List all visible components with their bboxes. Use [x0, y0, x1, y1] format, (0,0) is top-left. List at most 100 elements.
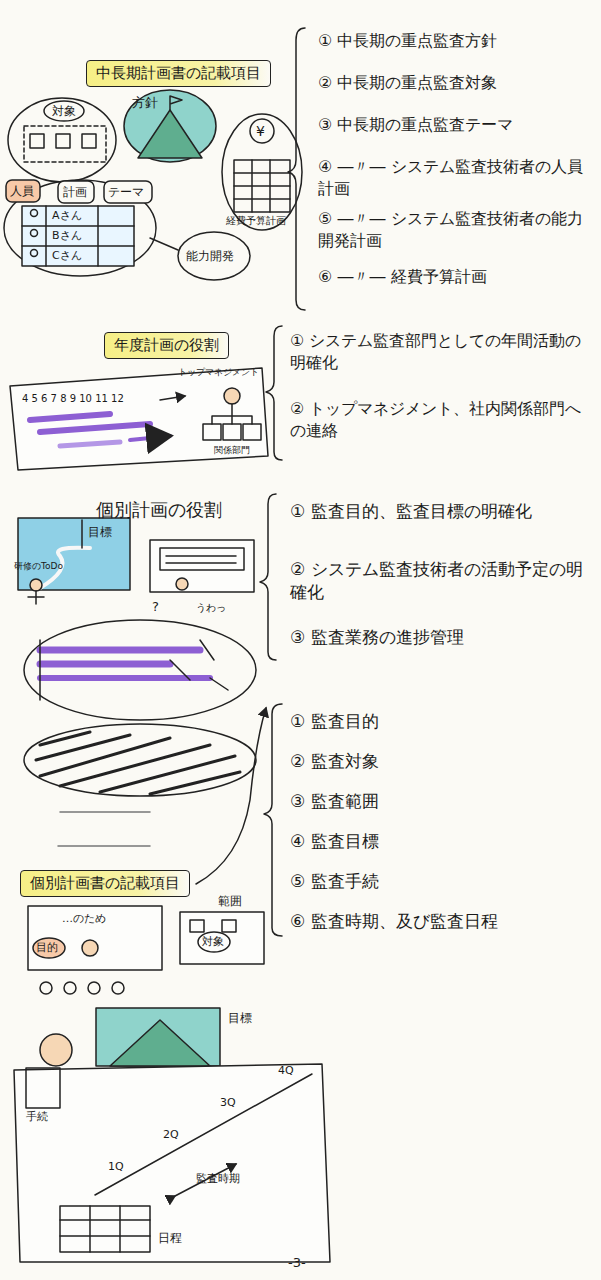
month-scale: 4 5 6 7 8 9 10 11 12 — [22, 392, 124, 406]
list-item: ③ 監査範囲 — [290, 790, 590, 813]
sketch-stroke — [82, 940, 98, 956]
sketch-stroke — [26, 1068, 60, 1108]
sketch-stroke — [56, 134, 70, 148]
sketch-stroke — [60, 1206, 150, 1252]
sketch-stroke — [60, 442, 120, 446]
quarter-label: 3Q — [220, 1096, 236, 1111]
sketch-label: ¥ — [256, 122, 265, 141]
sketch-stroke — [222, 920, 236, 932]
sketch-stroke — [40, 661, 170, 668]
sketch-label: 目標 — [88, 524, 112, 540]
sketch-label: 監査時期 — [196, 1172, 240, 1187]
sketch-stroke — [224, 388, 240, 404]
sketch-label: …のため — [62, 912, 106, 927]
sketch-stroke — [4, 180, 156, 276]
list-item: ④ ―〃― システム監査技術者の人員計画 — [318, 156, 596, 199]
list-item: ⑥ 監査時期、及び監査日程 — [290, 910, 590, 933]
list-item: ③ 中長期の重点監査テーマ — [318, 114, 596, 136]
sketch-label: うわっ — [196, 601, 226, 615]
sketch-label: 方針 — [132, 94, 158, 112]
sketch-stroke — [196, 708, 266, 884]
sketch-label: トップマネジメント — [178, 366, 259, 378]
sketch-stroke — [243, 424, 261, 440]
sketch-stroke — [58, 812, 150, 846]
sketch-stroke — [30, 414, 110, 420]
sketch-label: ? — [152, 598, 159, 616]
table-cell: Bさん — [52, 229, 82, 244]
sketch-stroke — [22, 206, 134, 266]
table-cell: Aさん — [52, 209, 82, 224]
list-item: ① 監査目的、監査目標の明確化 — [290, 500, 596, 523]
heading-box: 中長期計画書の記載項目 — [86, 60, 271, 87]
sketch-label: 経費予算計画 — [226, 214, 286, 228]
list-item: ② 監査対象 — [290, 750, 590, 773]
sketch-label: 範囲 — [218, 893, 242, 909]
sketch-stroke — [24, 724, 256, 796]
sketch-stroke — [40, 675, 210, 681]
sketch-stroke — [88, 982, 100, 994]
section-three-art — [18, 494, 276, 846]
sketch-stroke — [266, 326, 282, 460]
list-item: ① 中長期の重点監査方針 — [318, 30, 596, 52]
sketch-label: 手続 — [26, 1110, 48, 1125]
sketch-stroke — [138, 110, 202, 158]
sketch-stroke — [81, 520, 83, 548]
sketch-stroke — [31, 250, 38, 257]
sketch-stroke — [160, 548, 244, 570]
sketch-stroke — [112, 982, 124, 994]
list-item: ⑤ 監査手続 — [290, 870, 590, 893]
sketch-stroke — [6, 180, 40, 202]
sketch-stroke — [176, 578, 188, 590]
section-four-art — [14, 704, 330, 1262]
sketch-stroke — [150, 540, 254, 592]
list-item: ⑥ ―〃― 経費予算計画 — [318, 266, 596, 288]
sketch-stroke — [36, 732, 240, 794]
heading-box: 個別計画書の記載項目 — [20, 870, 190, 897]
sketch-stroke — [10, 368, 268, 470]
sketch-stroke — [30, 579, 42, 591]
sketch-stroke — [40, 647, 200, 654]
quarter-label: 4Q — [278, 1064, 294, 1079]
sketch-label: 研修のToDo — [14, 560, 63, 572]
heading-text: 個別計画書の記載項目 — [30, 874, 180, 893]
sketch-stroke — [28, 906, 162, 970]
sketch-stroke — [166, 556, 236, 563]
sketch-stroke — [64, 982, 76, 994]
page-number: -3- — [288, 1254, 306, 1272]
sketch-label: 日程 — [158, 1230, 182, 1246]
sketch-stroke — [40, 640, 228, 700]
sketch-stroke — [110, 1020, 210, 1066]
sketch-stroke — [150, 238, 178, 250]
sketch-stroke — [234, 160, 290, 212]
list-item: ③ 監査業務の進捗管理 — [290, 626, 596, 649]
sketch-stroke — [288, 28, 305, 310]
section-two-art — [10, 326, 282, 470]
sketch-stroke — [250, 119, 274, 143]
sketch-stroke — [33, 938, 65, 958]
sketch-stroke — [203, 424, 221, 440]
sketch-stroke — [31, 210, 38, 217]
sketch-stroke — [24, 620, 256, 720]
heading-box: 年度計画の役割 — [104, 332, 229, 359]
sketch-stroke — [180, 912, 264, 964]
quarter-label: 2Q — [163, 1128, 179, 1143]
sketch-stroke — [31, 230, 38, 237]
sketch-stroke — [190, 920, 204, 932]
list-item: ② システム監査技術者の活動予定の明確化 — [290, 558, 596, 604]
sketch-label: 計画 — [63, 184, 87, 200]
sketch-stroke — [82, 134, 96, 148]
sketch-stroke — [160, 396, 185, 400]
sketch-stroke — [124, 90, 216, 162]
sketch-stroke — [28, 591, 44, 604]
sketch-label: 人員 — [10, 183, 34, 199]
sketch-stroke — [18, 518, 130, 590]
sketch-label: テーマ — [108, 184, 144, 200]
sketch-stroke — [58, 181, 94, 203]
quarter-label: 1Q — [108, 1160, 124, 1175]
sketch-stroke — [22, 206, 134, 266]
sketch-stroke — [24, 126, 106, 162]
sketch-label: 対象 — [52, 103, 76, 119]
sketch-stroke — [178, 232, 250, 280]
heading-text: 年度計画の役割 — [114, 336, 219, 355]
list-item: ② トップマネジメント、社内関係部門への連絡 — [290, 398, 596, 441]
